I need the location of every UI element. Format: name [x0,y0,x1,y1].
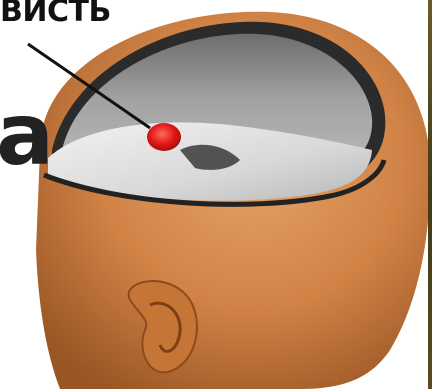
top-label: ВИСТЬ [0,0,111,29]
activation-spot [147,123,181,151]
right-edge-strip [428,0,432,389]
panel-letter: а [0,92,54,178]
